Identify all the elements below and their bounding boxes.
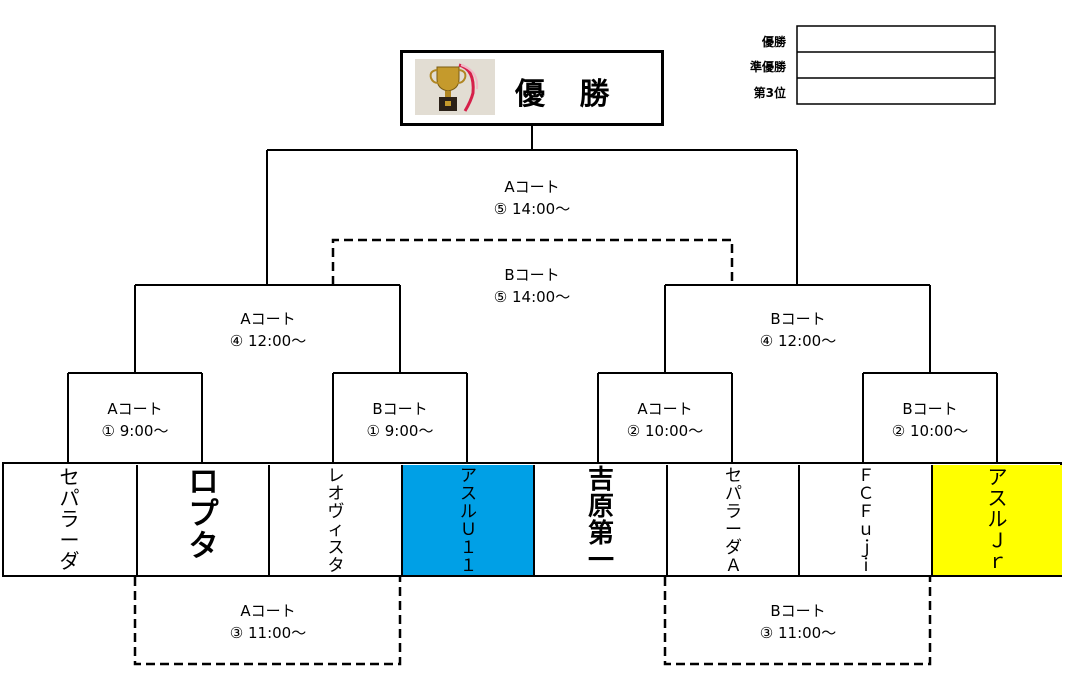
cons-right-bracket-line [663, 577, 932, 666]
team-cell[interactable]: レオヴィスタ [268, 465, 402, 575]
match-court: Bコート [902, 400, 958, 418]
team-cell[interactable]: 吉原第一 [533, 465, 667, 575]
match-court: Bコート [770, 602, 826, 620]
results-label-runner-up: 準優勝 [749, 60, 786, 74]
team-name: ロプタ [188, 465, 219, 564]
team-name: レオヴィスタ [327, 466, 345, 576]
r1-2-bracket-line [332, 372, 468, 463]
match-time: ② 10:00〜 [626, 422, 704, 440]
match-court: Aコート [240, 310, 296, 328]
r1-4-bracket-line [862, 372, 998, 463]
match-time: ④ 12:00〜 [229, 332, 307, 350]
r1-3-bracket-line [597, 372, 733, 463]
results-value-runner-up[interactable] [800, 56, 990, 76]
match-time: ⑤ 14:00〜 [493, 288, 571, 306]
match-semi-left: Aコート ④ 12:00〜 [168, 308, 368, 352]
results-label-third: 第3位 [753, 86, 786, 100]
match-final-a: Aコート ⑤ 14:00〜 [432, 176, 632, 220]
cons-left-bracket-line [133, 577, 402, 666]
champion-title: 優 勝 [515, 77, 622, 112]
match-time: ⑤ 14:00〜 [493, 200, 571, 218]
match-cons-left: Aコート ③ 11:00〜 [168, 600, 368, 644]
match-semi-right: Bコート ④ 12:00〜 [698, 308, 898, 352]
results-label-winner: 優勝 [761, 35, 786, 49]
match-r1-4: Bコート ② 10:00〜 [865, 398, 995, 442]
match-time: ③ 11:00〜 [759, 624, 837, 642]
results-value-winner[interactable] [800, 30, 990, 50]
match-court: Aコート [637, 400, 693, 418]
team-name: セパラーダ [59, 465, 80, 573]
match-r1-2: Bコート ① 9:00〜 [335, 398, 465, 442]
semi-left-bracket-line [134, 284, 401, 373]
results-table-frame [796, 25, 996, 105]
match-r1-3: Aコート ② 10:00〜 [600, 398, 730, 442]
match-time: ② 10:00〜 [891, 422, 969, 440]
match-cons-right: Bコート ③ 11:00〜 [698, 600, 898, 644]
semi-right-bracket-line [664, 284, 931, 373]
match-time: ① 9:00〜 [366, 422, 434, 440]
results-value-third[interactable] [800, 82, 990, 102]
team-cell[interactable]: ロプタ [136, 465, 269, 575]
team-cell[interactable]: セパラーダ [4, 465, 135, 575]
team-name: 吉原第一 [587, 465, 614, 576]
match-time: ③ 11:00〜 [229, 624, 307, 642]
final-bracket-line [266, 126, 798, 285]
match-court: Aコート [107, 400, 163, 418]
match-court: Bコート [770, 310, 826, 328]
match-final-b: Bコート ⑤ 14:00〜 [432, 264, 632, 308]
champion-box: 優 勝 [400, 50, 664, 126]
match-time: ④ 12:00〜 [759, 332, 837, 350]
third-place-bracket-line [331, 238, 734, 285]
match-time: ① 9:00〜 [101, 422, 169, 440]
match-court: Bコート [504, 266, 560, 284]
match-court: Bコート [372, 400, 428, 418]
trophy-image [415, 59, 495, 115]
r1-1-bracket-line [67, 372, 203, 463]
match-court: Aコート [504, 178, 560, 196]
match-r1-1: Aコート ① 9:00〜 [70, 398, 200, 442]
match-court: Aコート [240, 602, 296, 620]
